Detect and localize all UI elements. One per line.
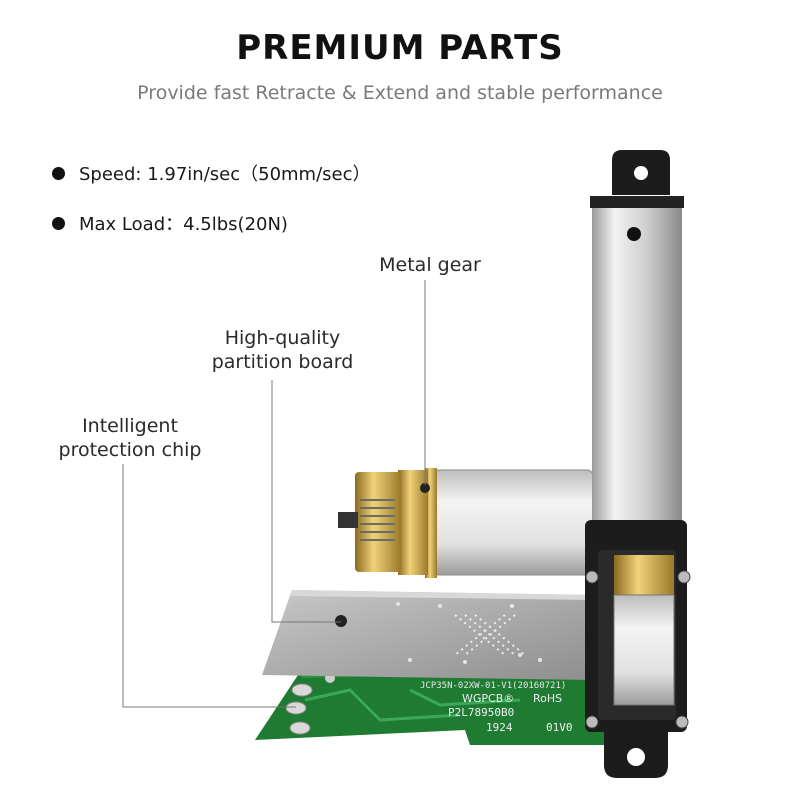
callout-metal-gear-text: Metal gear — [379, 254, 481, 276]
partition-plate — [262, 590, 590, 680]
bullet-icon — [52, 166, 65, 180]
plate-screw-hole — [335, 615, 347, 627]
pcb-marking-3: RoHS — [533, 692, 562, 705]
spec-max-load: Max Load：4.5lbs(20N) — [52, 210, 288, 236]
page-title: PREMIUM PARTS — [236, 28, 564, 68]
pcb-marking-5: 1924 — [486, 721, 513, 734]
page-subtitle: Provide fast Retracte & Extend and stabl… — [137, 82, 663, 104]
callout-partition-board: High-quality partition board — [190, 326, 375, 374]
gear-teeth — [360, 499, 395, 541]
callout-metal-gear: Metal gear — [360, 253, 500, 277]
motor-assembly — [338, 468, 594, 578]
actuator-tube — [590, 150, 684, 528]
actuator-housing — [585, 520, 691, 778]
callout-protection-chip-line2: protection chip — [58, 439, 202, 461]
callout-lines — [122, 280, 426, 708]
callout-protection-chip-line1: Intelligent — [82, 415, 178, 437]
pcb-marking-2: WGPCB® — [462, 692, 514, 705]
callout-partition-board-line1: High-quality — [224, 327, 341, 349]
pcb-marking-4: P2L78950B0 — [448, 706, 514, 719]
spec-max-load-text: Max Load：4.5lbs(20N) — [79, 214, 288, 235]
callout-protection-chip: Intelligent protection chip — [40, 414, 220, 462]
spec-speed: Speed: 1.97in/sec（50mm/sec） — [52, 160, 371, 186]
pcb-marking-6: 01V0 — [546, 721, 573, 734]
bullet-icon — [52, 216, 65, 230]
callout-partition-board-line2: partition board — [211, 351, 354, 373]
spec-speed-text: Speed: 1.97in/sec（50mm/sec） — [79, 164, 371, 185]
pcb-marking-1: JCP35N-02XW-01-V1(20160721) — [420, 681, 566, 691]
